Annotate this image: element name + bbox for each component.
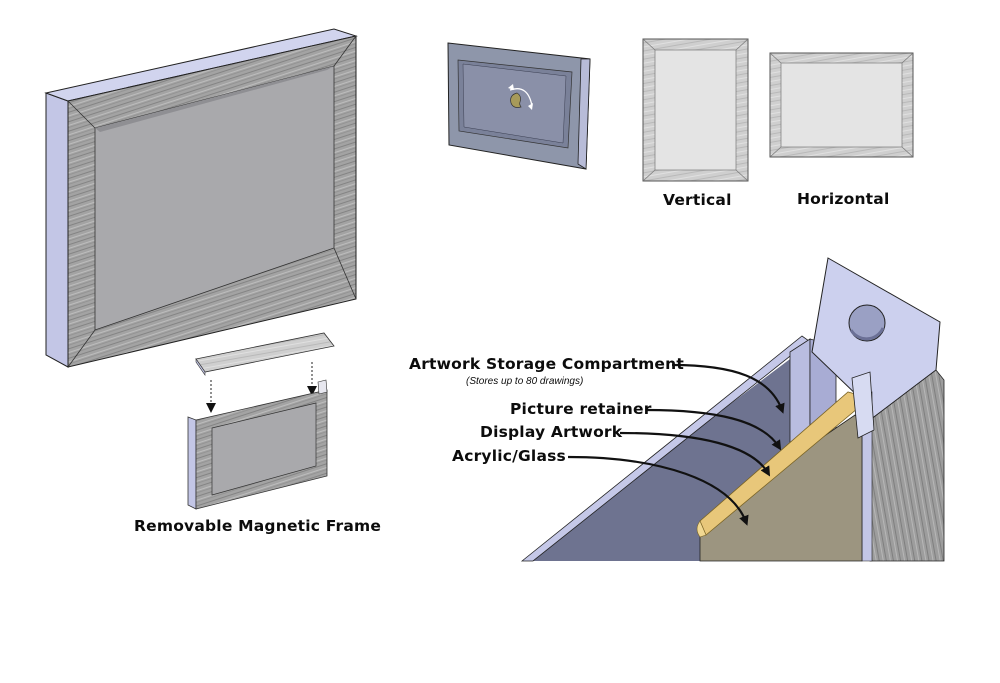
removable-frame-illustration [187, 332, 335, 510]
callout-arrows [567, 363, 785, 526]
vertical-label: Vertical [663, 191, 732, 209]
display-artwork-label: Display Artwork [480, 423, 623, 441]
hanging-hole [848, 304, 886, 342]
main-frame-illustration [44, 28, 358, 368]
vertical-frame-illustration [642, 38, 749, 182]
top-bar-piece [195, 332, 335, 373]
frame-back-illustration [447, 42, 591, 170]
retainer-arrow [645, 408, 782, 451]
storage-capacity-note: (Stores up to 80 drawings) [466, 376, 584, 387]
cross-section-illustration [520, 257, 945, 562]
hanging-hook-icon [510, 92, 522, 108]
horizontal-frame-illustration [769, 52, 914, 158]
picture-retainer [851, 371, 875, 439]
main-frame-side [45, 92, 69, 368]
magnetic-tab [317, 379, 328, 395]
acrylic-glass-label: Acrylic/Glass [452, 447, 566, 465]
removable-frame-label: Removable Magnetic Frame [134, 517, 382, 535]
acrylic-arrow [567, 455, 749, 526]
horizontal-label: Horizontal [797, 190, 890, 208]
storage-arrow [671, 363, 785, 414]
main-frame-inner-bevel [95, 66, 334, 132]
picture-retainer-label: Picture retainer [510, 400, 652, 418]
storage-compartment-label: Artwork Storage Compartment [409, 355, 684, 373]
lower-frame-side [187, 416, 197, 510]
display-arrow [619, 431, 771, 477]
